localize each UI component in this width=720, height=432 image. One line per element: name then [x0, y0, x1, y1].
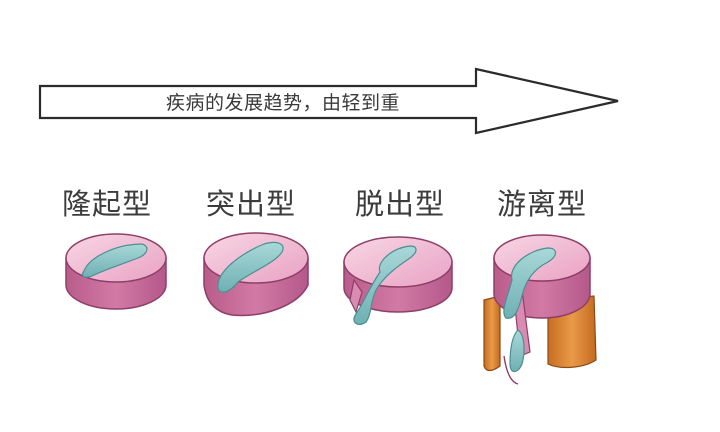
disc-sequestration-icon: [483, 234, 597, 385]
stage-label-extrusion: 脱出型: [355, 187, 446, 221]
stage-label-sequestration: 游离型: [497, 187, 588, 221]
progression-arrow: [38, 67, 619, 135]
arrow-caption: 疾病的发展趋势，由轻到重: [166, 92, 401, 114]
disc-protrusion-icon: [203, 232, 309, 317]
disc-bulging-icon: [65, 233, 167, 310]
stage-label-bulging: 隆起型: [62, 187, 153, 221]
stage-label-protrusion: 突出型: [206, 187, 297, 221]
disc-extrusion-icon: [343, 236, 453, 326]
